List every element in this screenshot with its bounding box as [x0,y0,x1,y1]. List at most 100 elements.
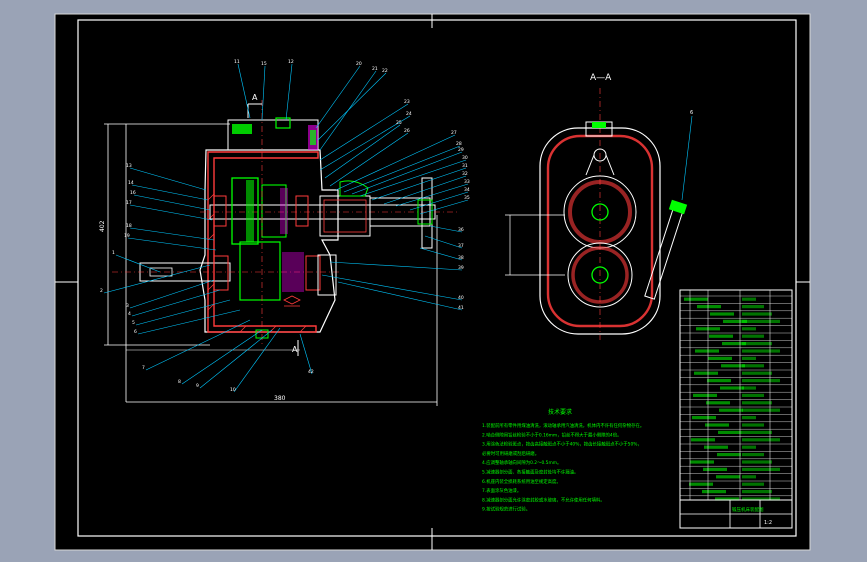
part-number-label: 16 [130,190,136,196]
part-number-label: 21 [372,66,378,72]
parts-row-text-mark [742,475,756,479]
parts-row-text-mark [742,423,764,427]
tech-req-line: 7.表面涂灰色油漆。 [482,487,521,494]
parts-row-text-mark [695,349,719,353]
main-sectional-view[interactable]: 402 380 [99,93,458,406]
part-number-label: 6 [134,329,137,335]
part-number-label: 9 [196,383,199,389]
part-number-label: 42 [308,369,314,375]
section-upper-gear-hatch [568,180,632,244]
parts-row-text-mark [710,312,734,316]
part-leader-lines [103,63,469,393]
part-number-label: 1 [112,250,115,256]
hatch-1 [207,193,215,201]
drawing-sheet [54,13,811,551]
lower-gear-pink [282,252,304,292]
parts-row-text-mark [742,460,772,464]
parts-row-text-mark [693,393,717,397]
parts-row-text-mark [742,401,772,405]
title-block-scale: 1:2 [764,520,772,526]
leader-line [233,327,281,393]
leader-line [319,70,377,151]
part-number-label: 33 [464,179,470,185]
part-number-label: 17 [126,200,132,206]
leader-line [319,115,411,171]
leader-line [129,227,215,241]
leader-line [321,274,463,301]
parts-row-text-mark [742,319,780,323]
tech-req-line: 8.减速器剖分面允许涂密封胶或水玻璃，不允许使用任何填料。 [482,496,605,503]
leader-line [135,299,231,326]
parts-row-text-mark [742,342,772,346]
leader-line [285,63,293,121]
parts-row-text-mark [721,364,745,368]
parts-row-text-mark [742,297,756,301]
parts-row-text-mark [742,490,772,494]
leader-line [335,134,456,191]
part-number-label: 29 [458,147,464,153]
hatch-6 [239,325,247,333]
section-mark-a-top: A [252,93,258,102]
part-number-label: 24 [406,111,412,117]
leader-line [129,167,207,191]
parts-row-text-mark [708,356,732,360]
parts-row-text-mark [684,297,708,301]
parts-row-text-mark [717,453,741,457]
leader-line [337,281,463,311]
parts-row-text-mark [742,305,764,309]
leader-line [145,319,251,371]
parts-row-text-mark [742,453,764,457]
tech-req-line: 6.机座内装全损耗系统用油至规定高度。 [482,478,561,485]
parts-row-text-mark [697,305,721,309]
leader-line [329,132,409,187]
leader-line [261,65,266,121]
parts-row-text-mark [691,438,715,442]
leader-line [371,167,467,201]
title-block[interactable]: 锻压机床装配图 1:2 [679,499,793,529]
part-number-label: 2 [100,288,103,294]
parts-row-text-mark [742,364,764,368]
bearing-lower-right [305,255,321,291]
tech-req-line: 5.减速器剖分面、各接触面及密封处均不许漏油。 [482,469,578,476]
output-shaft-key [149,267,173,277]
input-gear [231,177,259,245]
tech-req-lines: 1.装配前所有零件用煤油清洗，滚动轴承用汽油清洗，机体内不许有任何杂物存在。2.… [482,422,644,513]
parts-row-text-mark [719,408,743,412]
tech-req-line: 必要时可用研磨或刮后研磨。 [482,450,539,457]
parts-row-text-mark [716,475,740,479]
part-number-label: 14 [128,180,134,186]
parts-row-text-mark [742,334,764,338]
part-number-label: 13 [126,163,132,169]
tech-req-line: 1.装配前所有零件用煤油清洗，滚动轴承用汽油清洗，机体内不许有任何杂物存在。 [482,422,644,429]
section-top-boss-green [592,122,606,128]
leader-line [395,183,469,207]
parts-row-text-mark [707,379,731,383]
part-number-label: 19 [124,233,130,239]
output-flange [369,197,431,227]
spring [283,295,301,307]
part-number-label: 20 [356,61,362,67]
leader-line [103,264,211,294]
leader-line [351,151,463,195]
leader-line [131,289,221,317]
part-number-label: 8 [178,379,181,385]
leader-line [409,191,469,211]
part-number-label: 34 [464,187,470,193]
leader-line [137,309,241,335]
part-number-label: 11 [234,59,240,65]
part-number-label: 12 [288,59,294,65]
parts-row-text-mark [742,430,772,434]
parts-list-table[interactable] [679,289,793,529]
leader-line [237,63,251,119]
parts-row-text-mark [742,438,780,442]
top-cover-green [232,124,252,134]
part-number-label: 28 [456,141,462,147]
leader-line [133,194,211,211]
leader-line [129,279,215,309]
section-view-title: A—A [590,73,612,83]
hatch-5 [207,303,215,311]
section-a-a-view[interactable]: A—A 6 [505,73,693,340]
section-mark-a-bottom: A [292,345,298,354]
